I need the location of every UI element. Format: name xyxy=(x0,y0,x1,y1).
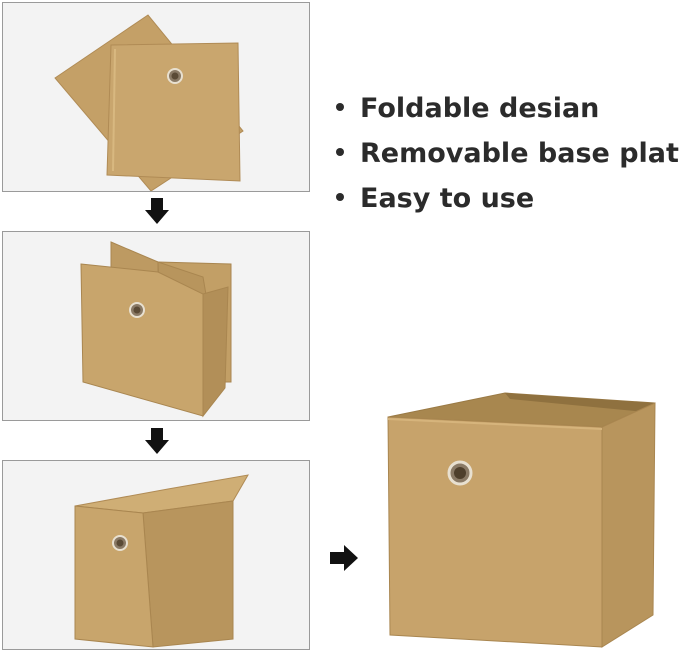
bullet-icon xyxy=(336,102,344,111)
side-face xyxy=(601,402,656,648)
feature-item: Foldable desian xyxy=(336,86,679,131)
unfolding-box-illustration xyxy=(80,241,232,418)
step-2-panel xyxy=(2,231,310,421)
features-list: Foldable desian Removable base plate Eas… xyxy=(336,86,679,221)
front-face xyxy=(387,416,603,648)
front-fold-panel xyxy=(106,42,241,182)
feature-text: Easy to use xyxy=(360,183,535,214)
feature-item: Removable base plate xyxy=(336,131,679,176)
feature-text: Removable base plate xyxy=(360,138,679,169)
folded-flat-box-illustration xyxy=(54,14,244,191)
assembling-box-illustration xyxy=(74,474,249,648)
grommet-icon xyxy=(112,535,128,551)
grommet-icon xyxy=(447,460,473,486)
step-1-panel xyxy=(2,2,310,192)
front-panel xyxy=(80,263,204,417)
grommet-icon xyxy=(167,68,183,84)
feature-item: Easy to use xyxy=(336,176,679,221)
grommet-icon xyxy=(129,302,145,318)
step-3-panel xyxy=(2,460,310,650)
side-panel xyxy=(142,500,234,648)
bullet-icon xyxy=(336,147,344,156)
front-panel xyxy=(74,505,154,648)
arrow-down-icon xyxy=(145,198,169,224)
arrow-down-icon xyxy=(145,428,169,454)
assembled-storage-box-illustration xyxy=(387,392,656,648)
feature-text: Foldable desian xyxy=(360,93,600,124)
arrow-right-icon xyxy=(330,545,358,571)
side-panel xyxy=(202,286,229,418)
bullet-icon xyxy=(336,192,344,201)
